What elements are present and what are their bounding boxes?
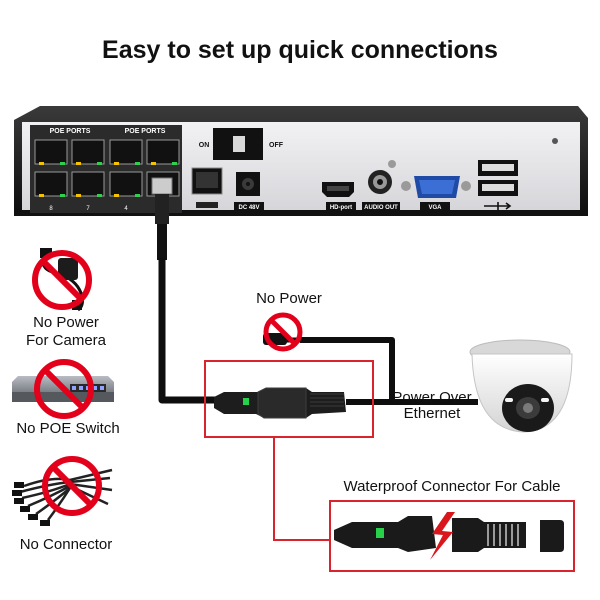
connector-green-indicator-small — [243, 398, 249, 405]
ethernet-cable — [151, 177, 478, 405]
power-over-ethernet-line2: Ethernet — [403, 405, 461, 422]
dome-camera — [469, 339, 573, 433]
switch-on-label: ON — [199, 142, 210, 149]
port-number-7: 7 — [86, 206, 90, 212]
port-number-8: 8 — [49, 206, 53, 212]
callout-leader-line — [273, 437, 330, 541]
waterproof-connector-large — [334, 516, 564, 552]
waterproof-connector-label: Waterproof Connector For Cable — [343, 478, 561, 495]
waterproof-connector-small — [214, 387, 346, 419]
dc-label: DC 48V — [238, 205, 259, 211]
port-number-4: 4 — [124, 206, 128, 212]
connector-highlight-box — [204, 360, 374, 438]
no-power-label: No Power — [256, 290, 322, 307]
no-connector-label: No Connector — [19, 536, 113, 553]
connector-green-indicator-large — [376, 528, 384, 538]
poe-ports-label-left: POE PORTS — [50, 128, 91, 135]
no-power-camera-line1: No Power — [33, 314, 99, 331]
switch-off-label: OFF — [269, 142, 284, 149]
vga-label: VGA — [428, 205, 442, 211]
network-symbol-icon — [196, 202, 218, 208]
status-led-icon — [552, 138, 558, 144]
no-poe-switch-label: No POE Switch — [16, 420, 120, 437]
no-power-camera-line2: For Camera — [25, 332, 107, 349]
dc-pigtail-prohibited — [263, 312, 303, 352]
hdmi-label: HD-port — [330, 205, 352, 211]
power-over-ethernet-line1: Power Over — [392, 389, 472, 406]
audio-label: AUDIO OUT — [364, 205, 398, 211]
poe-switch-prohibited — [12, 359, 114, 419]
no-power-camera-label: No Power For Camera — [14, 314, 118, 350]
poe-ports-label-right: POE PORTS — [125, 128, 166, 135]
usb-symbol-icon — [484, 202, 512, 210]
nvr-recorder: POE PORTS POE PORTS 8 7 4 — [14, 106, 588, 216]
lightning-spark-icon — [430, 512, 455, 560]
waterproof-callout-box — [329, 500, 575, 572]
power-over-ethernet-label: Power Over Ethernet — [384, 390, 480, 422]
power-adapter-prohibited — [32, 248, 92, 312]
poe-port-jacks — [34, 139, 180, 197]
splitter-cable-prohibited — [12, 456, 113, 526]
headline: Easy to set up quick connections — [102, 36, 498, 64]
